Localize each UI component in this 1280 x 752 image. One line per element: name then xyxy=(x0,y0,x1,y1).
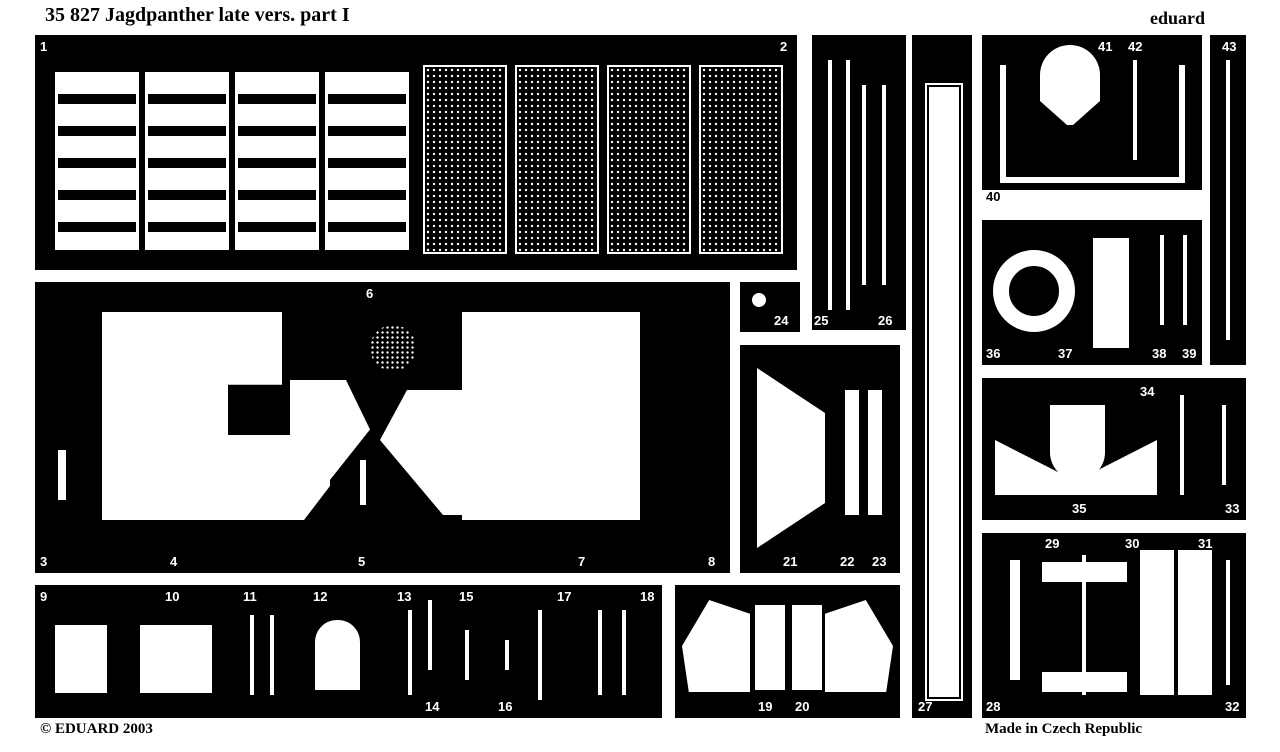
part-label: 26 xyxy=(878,313,893,328)
part-1 xyxy=(55,72,139,250)
part-37 xyxy=(1093,238,1129,348)
part-label: 22 xyxy=(840,554,855,569)
part-label: 25 xyxy=(814,313,829,328)
part-label: 29 xyxy=(1045,536,1060,551)
part-25 xyxy=(828,60,832,310)
part-42 xyxy=(1133,60,1137,160)
part-25 xyxy=(846,60,850,310)
part-11 xyxy=(270,615,274,695)
part-label: 27 xyxy=(918,699,933,714)
part-19 xyxy=(755,605,785,690)
part-43 xyxy=(1226,60,1230,340)
part-label: 12 xyxy=(313,589,328,604)
fret-title: 35 827 Jagdpanther late vers. part I xyxy=(45,4,350,26)
part-label: 10 xyxy=(165,589,180,604)
part-label: 39 xyxy=(1182,346,1197,361)
part-label: 21 xyxy=(783,554,798,569)
part-13 xyxy=(408,610,412,695)
part-label: 43 xyxy=(1222,39,1237,54)
part-label: 31 xyxy=(1198,536,1213,551)
part-2 xyxy=(515,65,599,254)
part-label: 8 xyxy=(708,554,716,569)
part-label: 36 xyxy=(986,346,1001,361)
part-1 xyxy=(325,72,409,250)
panel-parts-33-35 xyxy=(982,378,1246,520)
part-7 xyxy=(462,312,640,520)
part-36 xyxy=(993,250,1075,332)
part-label: 4 xyxy=(170,554,178,569)
part-label: 7 xyxy=(578,554,586,569)
part-6-mesh-disc xyxy=(370,325,416,371)
part-14 xyxy=(428,600,432,670)
part-label: 11 xyxy=(243,589,257,604)
part-35-cup xyxy=(1050,405,1105,480)
part-label: 33 xyxy=(1225,501,1240,516)
copyright-text: © EDUARD 2003 xyxy=(40,721,153,737)
part-27 xyxy=(927,85,961,699)
part-2 xyxy=(699,65,783,254)
part-label: 1 xyxy=(40,39,48,54)
part-15 xyxy=(465,630,469,680)
part-9 xyxy=(55,625,107,693)
part-1 xyxy=(235,72,319,250)
part-2 xyxy=(607,65,691,254)
part-32 xyxy=(1226,560,1230,685)
part-label: 28 xyxy=(986,699,1001,714)
part-12 xyxy=(315,620,360,690)
part-label: 35 xyxy=(1072,501,1087,516)
part-39 xyxy=(1183,235,1187,325)
part-label: 9 xyxy=(40,589,48,604)
part-23 xyxy=(868,390,882,515)
part-label: 32 xyxy=(1225,699,1240,714)
part-label: 19 xyxy=(758,699,773,714)
part-2 xyxy=(423,65,507,254)
part-28 xyxy=(1010,560,1020,680)
part-label: 40 xyxy=(986,189,1001,204)
part-11 xyxy=(250,615,254,695)
part-3 xyxy=(58,450,66,500)
origin-text: Made in Czech Republic xyxy=(985,721,1143,737)
part-10 xyxy=(140,625,212,693)
part-33 xyxy=(1222,405,1226,485)
panel-parts-25-26 xyxy=(812,35,906,330)
part-label: 30 xyxy=(1125,536,1140,551)
part-label: 20 xyxy=(795,699,810,714)
part-26 xyxy=(882,85,886,285)
part-16 xyxy=(505,640,509,670)
part-label: 16 xyxy=(498,699,513,714)
part-18 xyxy=(598,610,602,695)
part-29-axle xyxy=(1082,555,1086,695)
part-40 xyxy=(1000,65,1185,183)
part-38 xyxy=(1160,235,1164,325)
part-24 xyxy=(752,293,766,307)
part-label: 24 xyxy=(774,313,789,328)
part-17 xyxy=(538,610,542,700)
part-label: 6 xyxy=(366,286,374,301)
part-5 xyxy=(360,460,366,505)
part-22 xyxy=(845,390,859,515)
part-label: 18 xyxy=(640,589,655,604)
part-20 xyxy=(792,605,822,690)
part-label: 14 xyxy=(425,699,440,714)
part-label: 5 xyxy=(358,554,366,569)
part-label: 17 xyxy=(557,589,572,604)
part-label: 23 xyxy=(872,554,887,569)
part-26 xyxy=(862,85,866,285)
part-label: 38 xyxy=(1152,346,1167,361)
part-label: 3 xyxy=(40,554,48,569)
panel-part-24 xyxy=(740,282,800,332)
brand-logo: eduard xyxy=(1150,8,1206,28)
part-label: 41 xyxy=(1098,39,1113,54)
part-label: 15 xyxy=(459,589,474,604)
part-label: 34 xyxy=(1140,384,1155,399)
part-31 xyxy=(1178,550,1212,695)
part-30 xyxy=(1140,550,1174,695)
part-18 xyxy=(622,610,626,695)
part-label: 37 xyxy=(1058,346,1073,361)
part-label: 42 xyxy=(1128,39,1143,54)
part-34 xyxy=(1180,395,1184,495)
part-label: 13 xyxy=(397,589,412,604)
part-1 xyxy=(145,72,229,250)
part-label: 2 xyxy=(780,39,788,54)
